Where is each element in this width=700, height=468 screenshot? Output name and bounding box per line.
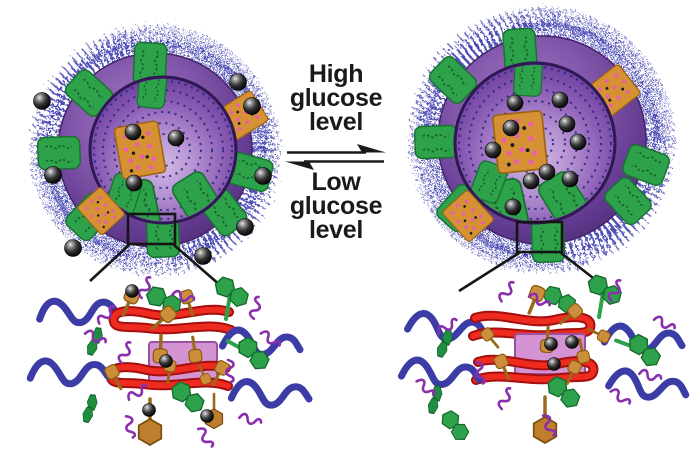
cavity-texture [93, 79, 233, 221]
crosslink-domain [491, 109, 549, 175]
callout-line [173, 244, 222, 287]
glucose-molecule [125, 284, 139, 298]
peg-chain [401, 356, 481, 391]
peg-chain [40, 299, 118, 325]
glucose-unit-pair [214, 275, 249, 321]
glucose-inside-left [124, 123, 185, 192]
glucose-molecule [561, 170, 579, 188]
glucose-unit-pair [587, 273, 622, 319]
equilibrium-arrows [285, 144, 386, 170]
linker-squiggle [237, 411, 264, 429]
glucose-unit-pair [225, 332, 274, 374]
glucose-molecule [125, 174, 143, 192]
glucose-molecule [243, 97, 261, 115]
glucose-molecule [569, 133, 587, 151]
left-molecular-detail [30, 275, 310, 451]
glucose-molecule [254, 167, 272, 185]
callout-line [89, 244, 130, 282]
peg-chain [231, 378, 310, 410]
glucose-molecule [142, 403, 156, 417]
right-molecular-detail [401, 273, 688, 444]
glucose-molecule [44, 166, 62, 184]
glucose-molecule [229, 73, 247, 91]
glucose-right-detail [544, 335, 579, 371]
linker-squiggle [195, 424, 216, 451]
glucose-molecule [538, 163, 556, 181]
green-domain [530, 218, 566, 264]
boronic-acid-group [521, 282, 548, 318]
glucose-inside-right [484, 91, 587, 216]
glucose-molecule [33, 92, 51, 110]
linker-squiggle [495, 385, 516, 412]
glucose-molecule [522, 172, 540, 190]
glucose-molecule [167, 129, 185, 147]
reverse-arrowhead-icon [285, 161, 314, 170]
glucose-molecule [200, 409, 214, 423]
glucose-molecule [547, 357, 561, 371]
glucose-molecule [544, 337, 558, 351]
glucose-unit-pair [614, 329, 664, 370]
glucose-left-detail [125, 284, 214, 423]
magnified-region-box [126, 212, 177, 246]
glucose-molecule [194, 247, 212, 265]
glucose-unit-pair [81, 394, 98, 423]
left-callout-lines [89, 244, 222, 287]
linker-squiggle [123, 414, 137, 440]
linker-squiggle [115, 339, 136, 366]
green-domain [413, 124, 459, 160]
magnified-region-box [515, 220, 564, 254]
green-domain [36, 135, 82, 171]
glucose-molecule [504, 198, 522, 216]
glucose-molecule [506, 94, 524, 112]
linker-squiggle [247, 294, 265, 321]
linker-squiggle [608, 385, 633, 409]
linker-squiggle [495, 279, 519, 304]
glucose-molecule [236, 218, 254, 236]
left-vesicle [30, 25, 280, 275]
glucose-molecule [565, 335, 579, 349]
glucose-molecule [484, 141, 502, 159]
linker-squiggle [637, 367, 664, 385]
right-vesicle [409, 7, 675, 273]
cavity-rim [88, 75, 238, 225]
callout-line [458, 251, 520, 293]
peg-chain [30, 358, 109, 388]
high-glucose-label: High glucose level [289, 60, 383, 136]
glucose-molecule [124, 123, 142, 141]
glucose-unit-pair [436, 407, 474, 444]
glucose-molecule [64, 239, 82, 257]
forward-arrowhead-icon [357, 144, 386, 153]
glucose-molecule [551, 91, 569, 109]
linker-squiggle [651, 313, 678, 334]
glucose-molecule [558, 115, 576, 133]
glucose-molecule [502, 119, 520, 137]
low-glucose-label: Low glucose level [289, 168, 383, 244]
glucose-molecule [159, 354, 173, 368]
glucose-outside-left [33, 73, 272, 265]
